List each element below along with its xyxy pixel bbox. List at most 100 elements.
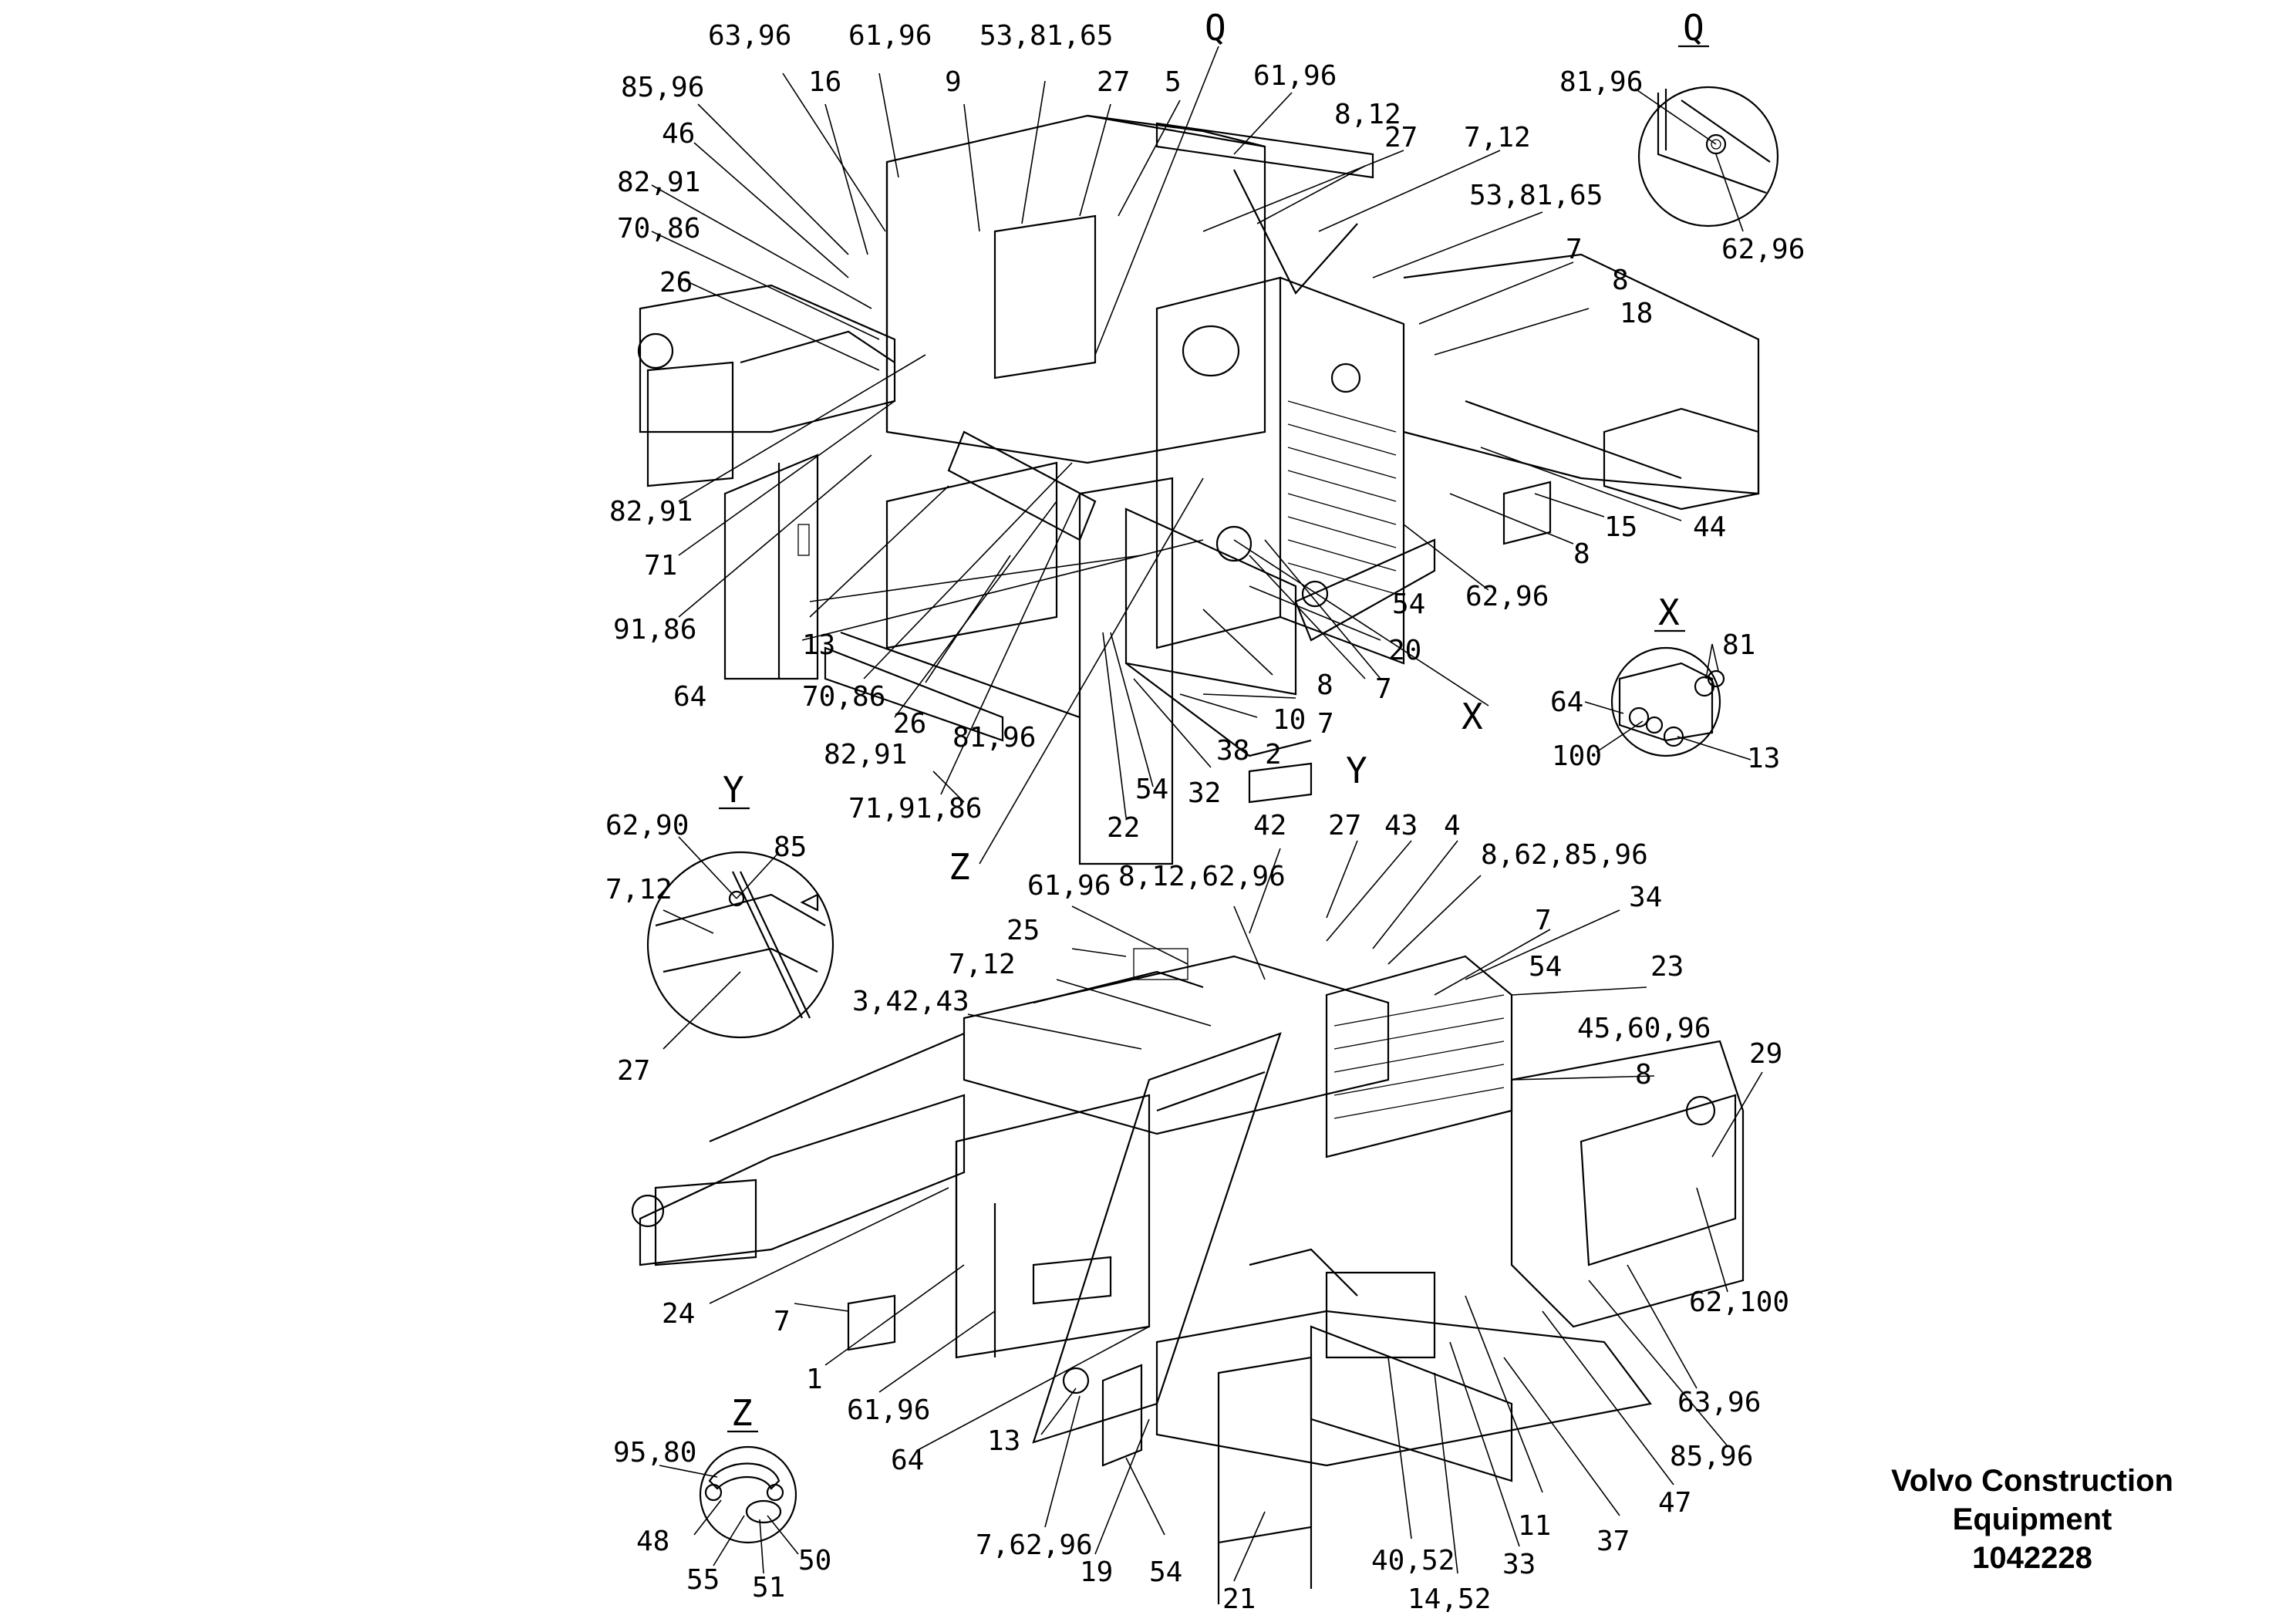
callout: 54 — [1149, 1556, 1182, 1588]
detail-z — [699, 1445, 797, 1544]
callout: 32 — [1188, 777, 1221, 809]
callout: 9 — [945, 66, 962, 98]
detail-y — [646, 851, 834, 1039]
callout: 29 — [1749, 1038, 1782, 1070]
callout: 25 — [1006, 915, 1040, 946]
document-number: 1042228 — [1972, 1541, 2092, 1575]
callout: 8 — [1317, 669, 1333, 701]
callout: 7 — [774, 1306, 791, 1337]
callout: 55 — [686, 1564, 720, 1596]
callout: 45,60,96 — [1577, 1013, 1711, 1044]
view-labels: Q Q X X Y Y Z Z — [719, 7, 1709, 1434]
callout: 13 — [802, 629, 835, 661]
callout: 51 — [752, 1572, 785, 1603]
callout: 23 — [1650, 951, 1684, 983]
callout: 5 — [1165, 66, 1182, 98]
callout: 27 — [617, 1055, 650, 1087]
view-q-top: Q — [1205, 7, 1226, 49]
callout: 85,96 — [621, 72, 704, 103]
callout: 63,96 — [708, 20, 791, 52]
callout: 10 — [1273, 704, 1306, 736]
callout: 8 — [1612, 265, 1629, 296]
callout: 44 — [1693, 511, 1726, 543]
callout: 53,81,65 — [1469, 180, 1603, 211]
callout: 100 — [1552, 740, 1602, 772]
view-y-main: Y — [1346, 750, 1367, 791]
company-line-2: Equipment — [1953, 1502, 2112, 1536]
callout: 62,96 — [1465, 581, 1549, 612]
callout: 8,62,85,96 — [1481, 839, 1648, 871]
callout: 62,100 — [1689, 1286, 1789, 1318]
lower-assembly — [631, 948, 1745, 1604]
callout: 61,96 — [847, 1394, 930, 1426]
callout: 14,52 — [1408, 1583, 1491, 1615]
callout: 82,91 — [824, 739, 907, 771]
callout: 50 — [798, 1545, 831, 1576]
callout: 3,42,43 — [852, 986, 969, 1017]
callout: 42 — [1253, 810, 1286, 841]
callout: 27 — [1097, 66, 1130, 98]
callout: 15 — [1604, 511, 1637, 543]
callout: 7,62,96 — [976, 1529, 1093, 1561]
cooler-fins — [1287, 400, 1397, 595]
callout: 70,86 — [802, 681, 885, 713]
callout: 43 — [1384, 810, 1418, 841]
callout: 16 — [808, 66, 841, 98]
footer-block: Volvo Construction Equipment 1042228 — [1891, 1464, 2173, 1575]
callout: 46 — [662, 118, 695, 150]
callout: 8 — [1573, 538, 1590, 570]
view-x-detail: X — [1658, 592, 1680, 633]
callout: 20 — [1388, 635, 1421, 666]
callout: 8 — [1635, 1059, 1652, 1091]
callout: 11 — [1518, 1510, 1551, 1542]
callout: 26 — [659, 267, 693, 298]
callout: 33 — [1502, 1549, 1536, 1580]
callout: 62,96 — [1721, 234, 1805, 265]
callout: 63,96 — [1677, 1387, 1761, 1418]
callout: 70,86 — [617, 213, 700, 244]
callout: 38 — [1216, 735, 1249, 767]
callout: 7,12 — [605, 874, 673, 905]
callout: 81,96 — [1559, 66, 1643, 98]
callout: 48 — [636, 1526, 669, 1557]
callouts: 63,96 61,96 53,81,65 85,96 16 9 27 5 61,… — [605, 20, 1805, 1615]
view-y-detail: Y — [723, 769, 744, 811]
view-q-detail: Q — [1683, 7, 1704, 49]
callout: 19 — [1080, 1556, 1113, 1588]
callout: 85 — [774, 831, 807, 863]
callout: 82,91 — [609, 496, 693, 528]
upper-assembly — [637, 114, 1760, 865]
lower-cooler-fins — [1333, 994, 1505, 1119]
callout: 22 — [1107, 812, 1140, 844]
callout: 1 — [806, 1364, 823, 1395]
callout: 37 — [1596, 1526, 1630, 1557]
callout: 64 — [891, 1445, 924, 1476]
callout: 7,12 — [1464, 122, 1531, 153]
callout: 53,81,65 — [979, 20, 1113, 52]
callout: 64 — [1550, 686, 1583, 718]
callout: 95,80 — [613, 1437, 696, 1469]
callout: 8,12 — [1334, 99, 1401, 130]
callout: 71 — [644, 550, 677, 582]
callout: 91,86 — [613, 614, 696, 646]
view-x-main: X — [1462, 696, 1483, 737]
callout: 27 — [1384, 122, 1418, 153]
callout: 7,12 — [949, 949, 1016, 980]
callout: 27 — [1328, 810, 1361, 841]
callout: 81,96 — [952, 722, 1036, 754]
callout: 61,96 — [848, 20, 932, 52]
callout: 13 — [987, 1425, 1020, 1457]
callout: 4 — [1444, 810, 1461, 841]
callout: 7 — [1375, 673, 1392, 705]
callout: 8,12,62,96 — [1118, 861, 1286, 892]
callout: 82,91 — [617, 167, 700, 198]
detail-x — [1610, 646, 1725, 757]
callout: 2 — [1265, 739, 1282, 771]
callout: 7 — [1566, 234, 1583, 265]
callout: 54 — [1135, 774, 1168, 805]
callout: 26 — [893, 708, 926, 740]
view-z-main: Z — [949, 846, 970, 888]
callout: 7 — [1535, 905, 1552, 936]
callout: 54 — [1392, 588, 1425, 620]
